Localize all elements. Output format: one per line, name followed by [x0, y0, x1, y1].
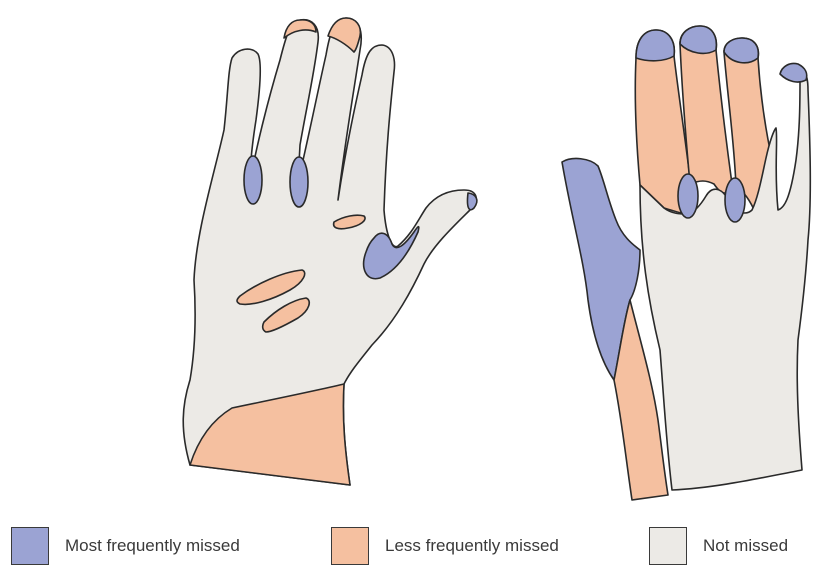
left-finger-base-ring	[244, 156, 262, 204]
legend-swatch-less	[331, 527, 369, 565]
legend-item-none: Not missed	[649, 527, 788, 565]
legend-item-less: Less frequently missed	[331, 527, 559, 565]
legend-label-most: Most frequently missed	[65, 536, 240, 556]
hand-hygiene-diagram	[0, 0, 817, 520]
left-finger-base-middle	[290, 157, 308, 207]
right-hand-back	[562, 26, 810, 500]
legend-swatch-most	[11, 527, 49, 565]
legend-item-most: Most frequently missed	[11, 527, 240, 565]
right-knuckle-index	[678, 174, 698, 218]
legend-swatch-none	[649, 527, 687, 565]
right-fingertip-index	[636, 30, 674, 61]
right-knuckle-middle	[725, 178, 745, 222]
legend-label-less: Less frequently missed	[385, 536, 559, 556]
right-fingertip-little	[780, 63, 807, 82]
left-hand-palm	[183, 18, 477, 485]
right-fingertip-middle	[680, 26, 716, 53]
legend-label-none: Not missed	[703, 536, 788, 556]
left-thumb-tip	[467, 193, 476, 210]
